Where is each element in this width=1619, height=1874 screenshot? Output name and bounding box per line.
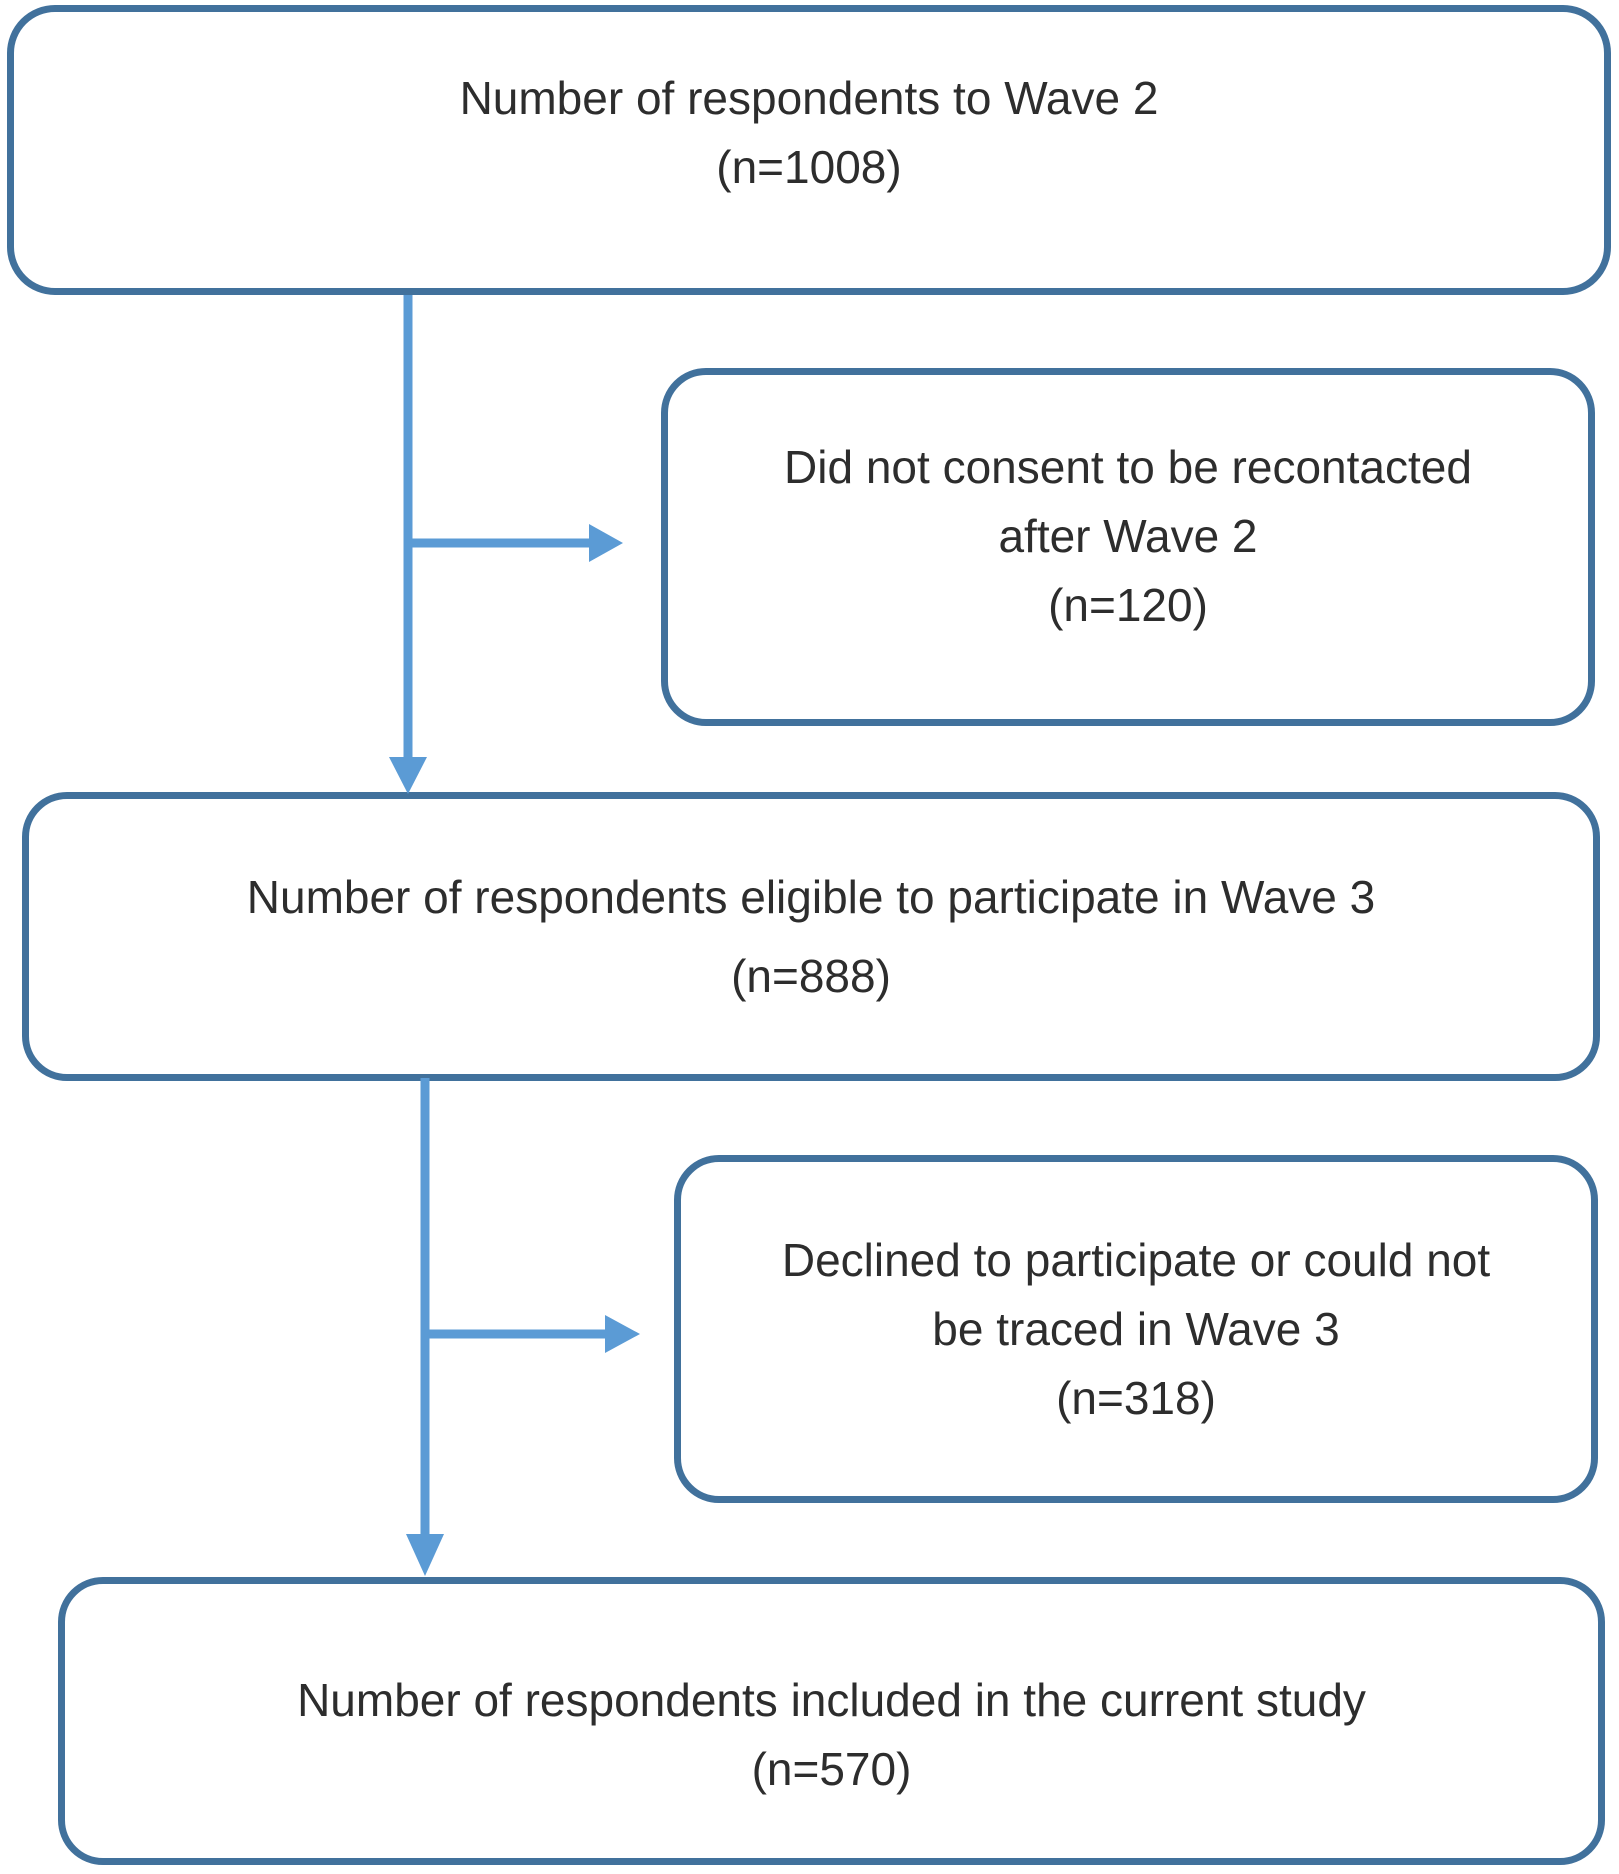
box-declined-count: (n=318) xyxy=(1056,1371,1216,1424)
box-did-not-consent-count: (n=120) xyxy=(1048,578,1208,631)
box-did-not-consent: Did not consent to be recontacted after … xyxy=(661,368,1595,726)
arrow-branch-to-declined xyxy=(421,1315,640,1353)
box-included-current-study: Number of respondents included in the cu… xyxy=(58,1577,1605,1865)
box-declined-label-line2: be traced in Wave 3 xyxy=(932,1302,1340,1355)
arrow-wave2-to-eligible xyxy=(389,295,427,794)
box-wave2-label: Number of respondents to Wave 2 xyxy=(459,72,1159,124)
box-did-not-consent-label-line2: after Wave 2 xyxy=(998,509,1258,562)
box-declined-label-line1: Declined to participate or could not xyxy=(781,1233,1491,1286)
box-eligible-count: (n=888) xyxy=(731,949,891,1002)
box-eligible-label: Number of respondents eligible to partic… xyxy=(246,871,1376,924)
box-wave2-respondents: Number of respondents to Wave 2 (n=1008) xyxy=(7,5,1611,295)
box-eligible-wave3: Number of respondents eligible to partic… xyxy=(22,792,1600,1081)
box-included-label: Number of respondents included in the cu… xyxy=(297,1674,1366,1726)
box-did-not-consent-label-line1: Did not consent to be recontacted xyxy=(784,440,1472,493)
box-declined-wave3: Declined to participate or could not be … xyxy=(674,1155,1598,1503)
arrow-branch-to-no-consent xyxy=(404,524,623,562)
box-wave2-count: (n=1008) xyxy=(716,141,902,193)
arrow-eligible-to-included xyxy=(406,1078,444,1576)
box-included-count: (n=570) xyxy=(751,1743,912,1795)
